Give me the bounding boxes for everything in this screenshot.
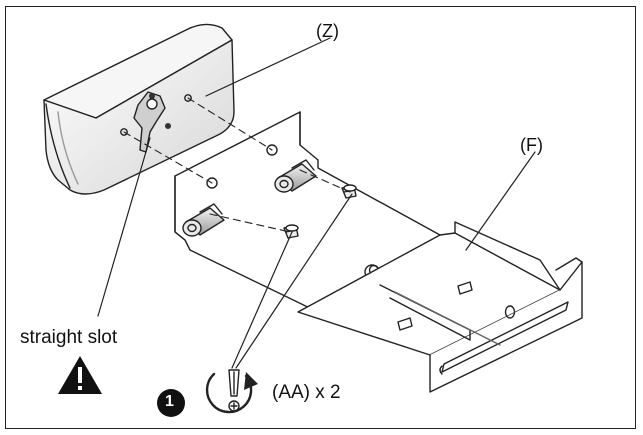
step-number-circle-icon <box>157 389 185 417</box>
leader-lines <box>97 37 536 369</box>
device-z <box>43 23 235 195</box>
step-number: 1 <box>165 393 174 410</box>
warning-triangle-icon <box>58 356 102 394</box>
mounting-bracket-f <box>297 221 583 393</box>
label-z: (Z) <box>316 21 339 41</box>
label-straight-slot: straight slot <box>20 327 118 348</box>
label-aa-count: (AA) x 2 <box>272 382 341 403</box>
alignment-lines <box>123 97 351 233</box>
rotate-screwdriver-icon <box>205 369 258 414</box>
screw-aa-1 <box>283 224 299 239</box>
standoff-right <box>274 159 317 193</box>
label-f: (F) <box>520 135 543 155</box>
